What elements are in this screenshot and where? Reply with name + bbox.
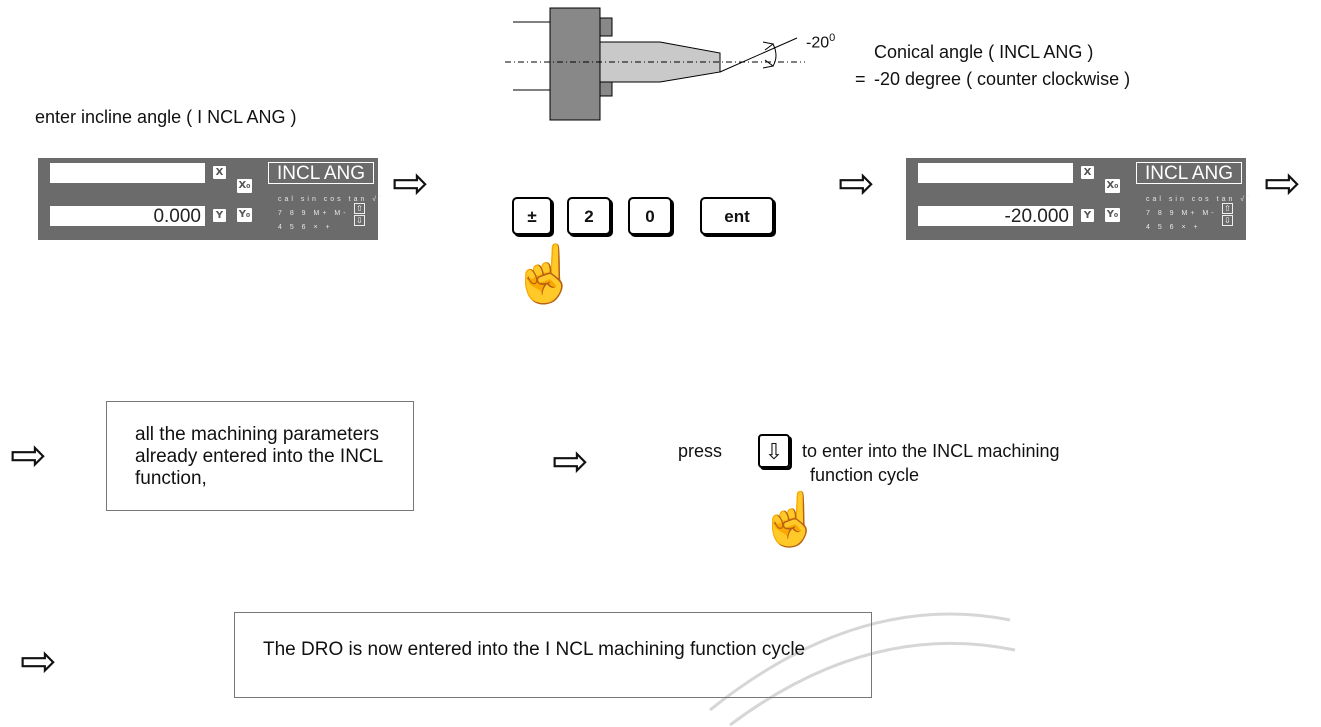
y-key[interactable]: Y [1081, 209, 1094, 222]
hand-pointer-icon: ☝ [758, 491, 823, 549]
x0-key[interactable]: X₀ [1105, 179, 1120, 193]
enter-key[interactable]: ent [700, 197, 774, 235]
keypad-row-1: cal sin cos tan √‾ [1146, 196, 1253, 203]
lcd-message: INCL ANG [1136, 162, 1242, 184]
x-key[interactable]: X [1081, 166, 1094, 179]
down-arrow-key[interactable]: ⇩ [354, 215, 365, 226]
step-label: enter incline angle ( I NCL ANG ) [35, 107, 297, 127]
arrow-icon: ⇨ [10, 431, 47, 480]
press-description-2: function cycle [810, 465, 920, 485]
y-key[interactable]: Y [213, 209, 226, 222]
parameters-note-text: all the machining parameters already ent… [135, 424, 383, 489]
digit-0-key[interactable]: 0 [628, 197, 672, 235]
y-display: 0.000 [50, 206, 205, 227]
down-arrow-key[interactable]: ⇩ [1222, 215, 1233, 226]
arrow-icon: ⇨ [552, 437, 589, 486]
lcd-message: INCL ANG [268, 162, 374, 184]
up-arrow-key[interactable]: ⇧ [1222, 203, 1233, 214]
angle-label: -200 [806, 32, 835, 52]
conical-value: -20 degree ( counter clockwise ) [874, 69, 1131, 89]
arrow-icon: ⇨ [1264, 159, 1301, 208]
plus-minus-key[interactable]: ± [512, 197, 552, 235]
y0-key[interactable]: Y₀ [1105, 208, 1120, 222]
digit-2-key[interactable]: 2 [567, 197, 611, 235]
y0-key[interactable]: Y₀ [237, 208, 252, 222]
arrow-icon: ⇨ [392, 159, 429, 208]
taper-diagram [505, 7, 805, 121]
keypad-row-3: 4 5 6 × + [278, 224, 333, 231]
dro-panel-right: X X₀ INCL ANG -20.000 Y Y₀ cal sin cos t… [906, 158, 1249, 240]
final-status-box: The DRO is now entered into the I NCL ma… [234, 612, 872, 698]
press-label: press [678, 441, 723, 461]
dro-panel-left: X X₀ INCL ANG 0.000 Y Y₀ cal sin cos tan… [38, 158, 381, 240]
keypad-row-1: cal sin cos tan √‾ [278, 196, 385, 203]
keypad-row-2: 7 8 9 M+ M- [1146, 210, 1217, 217]
angle-superscript: 0 [829, 32, 836, 44]
press-description-1: to enter into the INCL machining [802, 441, 1060, 461]
x-display [918, 163, 1073, 183]
arrow-icon: ⇨ [838, 159, 875, 208]
x-display [50, 163, 205, 183]
keypad-row-2: 7 8 9 M+ M- [278, 210, 349, 217]
down-arrow-key[interactable]: ⇩ [758, 434, 790, 468]
up-arrow-key[interactable]: ⇧ [354, 203, 365, 214]
conical-title: Conical angle ( INCL ANG ) [874, 42, 1094, 62]
hand-pointer-icon: ☝ [510, 242, 580, 305]
final-status-text: The DRO is now entered into the I NCL ma… [263, 639, 806, 660]
y-display: -20.000 [918, 206, 1073, 227]
parameters-note-box: all the machining parameters already ent… [106, 401, 414, 511]
angle-value: -20 [806, 34, 830, 52]
x0-key[interactable]: X₀ [237, 179, 252, 193]
keypad-row-3: 4 5 6 × + [1146, 224, 1201, 231]
conical-equals: = [855, 69, 866, 89]
arrow-icon: ⇨ [20, 637, 57, 686]
x-key[interactable]: X [213, 166, 226, 179]
